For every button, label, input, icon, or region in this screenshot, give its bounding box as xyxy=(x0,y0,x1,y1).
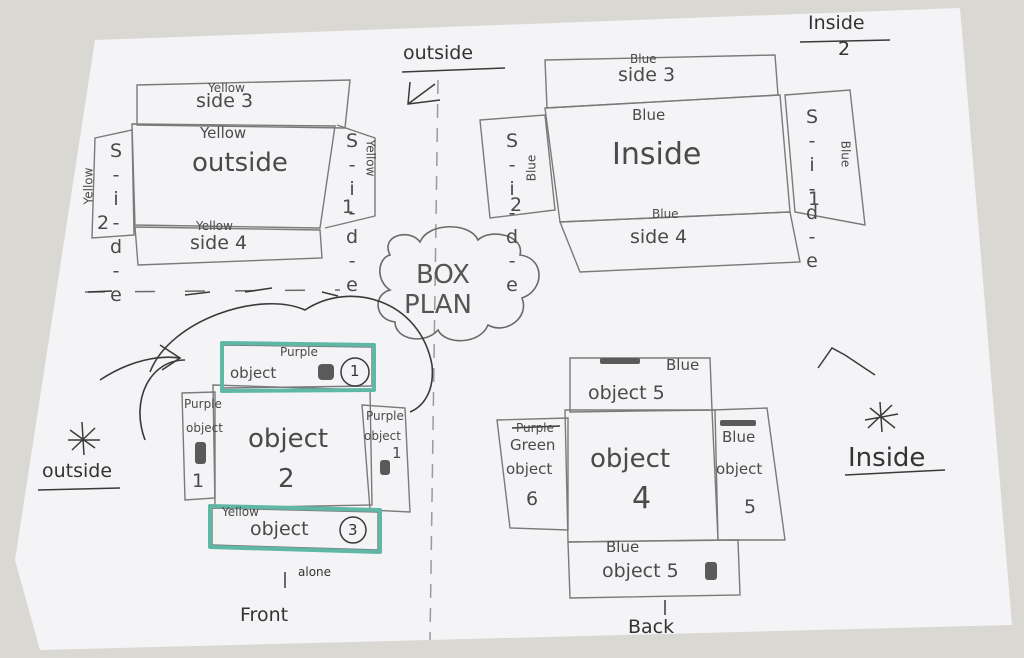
tr-side2-color: Blue xyxy=(524,154,539,182)
box-plan-cloud xyxy=(377,225,540,342)
tl-side4-panel xyxy=(134,226,323,266)
inside-header: Inside xyxy=(808,12,865,34)
bl-center-num: 2 xyxy=(278,464,295,494)
swirl-arc-3 xyxy=(139,359,186,441)
outside-header-arrow xyxy=(407,81,441,105)
br-right-color: Blue xyxy=(722,428,756,446)
inside-header-underline xyxy=(799,39,891,43)
br-bottom-label: object 5 xyxy=(602,560,679,582)
tl-side4-label: side 4 xyxy=(190,232,248,254)
inside-header-num: 2 xyxy=(838,38,851,60)
tl-center-label: outside xyxy=(192,148,288,178)
cloud-label-plan: PLAN xyxy=(404,290,472,320)
bl-right-num: 1 xyxy=(392,444,402,462)
purple-strikethrough xyxy=(511,425,561,429)
tr-side2-label: S‑i‑d‑e xyxy=(501,130,523,298)
tr-side2-num: 2 xyxy=(510,194,523,216)
br-right-num: 5 xyxy=(744,496,757,518)
bl-center-label: object xyxy=(248,424,329,454)
br-top-color: Blue xyxy=(666,356,700,374)
asterisk-right-icon xyxy=(864,401,899,433)
tl-side4-color: Yellow xyxy=(196,219,233,233)
tl-side3-label: side 3 xyxy=(196,90,254,112)
bl-alone-note: alone xyxy=(298,565,332,579)
br-left-label: object xyxy=(506,460,553,478)
tr-center-color: Blue xyxy=(632,106,666,124)
inside-right-label: Inside xyxy=(848,443,926,473)
br-center-num: 4 xyxy=(632,481,652,516)
outside-header-underline xyxy=(401,67,506,73)
front-caption: Front xyxy=(240,604,289,626)
inside-right-underline xyxy=(844,469,946,476)
tl-side2-color: Yellow xyxy=(81,167,96,205)
bl-obj3-label: object xyxy=(250,518,309,540)
scribble-marks xyxy=(195,358,756,580)
bl-obj1-num: 1 xyxy=(350,362,360,380)
br-right-panel xyxy=(711,407,786,541)
swirl-arc-2 xyxy=(99,344,182,381)
tr-side1-panel xyxy=(784,89,866,226)
tl-side1-panel xyxy=(324,124,376,229)
bl-right-label: object xyxy=(364,429,401,443)
bl-right-panel xyxy=(361,404,411,513)
tr-side1-label: S‑i‑d‑e xyxy=(801,106,823,274)
br-right-label: object xyxy=(716,460,763,478)
tr-side3-label: side 3 xyxy=(618,64,676,86)
tr-side1-color: Blue xyxy=(838,140,853,168)
bl-obj3-num: 3 xyxy=(348,521,358,539)
bl-left-color: Purple xyxy=(184,397,222,411)
outside-header: outside xyxy=(403,42,474,64)
br-center-label: object xyxy=(590,444,671,474)
bl-obj1-color: Purple xyxy=(280,345,318,359)
back-caption: Back xyxy=(628,616,675,638)
bl-obj1-highlight xyxy=(220,341,376,393)
tl-side2-panel xyxy=(91,129,135,239)
dash-marks xyxy=(87,287,339,297)
obj3-circle xyxy=(339,516,367,544)
tl-side1-color: Yellow xyxy=(363,139,378,177)
br-left-panel xyxy=(496,417,569,531)
br-bottom-panel xyxy=(567,539,741,599)
paper-background xyxy=(15,8,1012,650)
outside-left-underline xyxy=(37,487,121,491)
tl-side1-label: S‑i‑d‑e xyxy=(341,130,363,298)
cloud-label-box: BOX xyxy=(416,260,470,290)
bl-left-panel xyxy=(181,391,216,501)
fold-line-horizontal xyxy=(84,289,341,293)
br-top-label: object 5 xyxy=(588,382,665,404)
tr-side2-panel xyxy=(479,114,556,219)
bl-obj1-label: object xyxy=(230,364,277,382)
br-left-color-struck: Purple xyxy=(516,421,554,435)
asterisk-left-icon xyxy=(68,421,100,456)
tl-center-color: Yellow xyxy=(200,124,247,142)
br-left-num: 6 xyxy=(526,488,539,510)
tl-side1-num: 1 xyxy=(342,196,355,218)
tl-side3-color: Yellow xyxy=(208,81,245,95)
tr-side4-color: Blue xyxy=(652,207,679,221)
tl-center-panel xyxy=(131,123,336,229)
bl-left-label: object xyxy=(186,421,223,435)
obj1-circle xyxy=(340,357,370,387)
bl-left-num: 1 xyxy=(192,470,205,492)
tr-side4-panel xyxy=(558,211,801,273)
swirl-arc-1 xyxy=(149,295,434,413)
fold-line-vertical xyxy=(429,79,439,641)
tr-side1-num: 1 xyxy=(808,188,821,210)
tl-side2-num: 2 xyxy=(97,212,110,234)
inside-right-arrow xyxy=(817,347,876,376)
bl-right-color: Purple xyxy=(366,409,404,423)
tr-side3-color: Blue xyxy=(630,52,657,66)
bl-obj3-highlight xyxy=(208,504,382,554)
br-bottom-color: Blue xyxy=(606,538,640,556)
tl-side2-label: S‑i‑d‑e xyxy=(105,140,127,308)
tr-center-label: Inside xyxy=(612,137,702,172)
br-left-color: Green xyxy=(510,436,556,454)
outside-left-label: outside xyxy=(42,460,113,482)
tr-side4-label: side 4 xyxy=(630,226,688,248)
bl-obj3-color: Yellow xyxy=(222,505,259,519)
